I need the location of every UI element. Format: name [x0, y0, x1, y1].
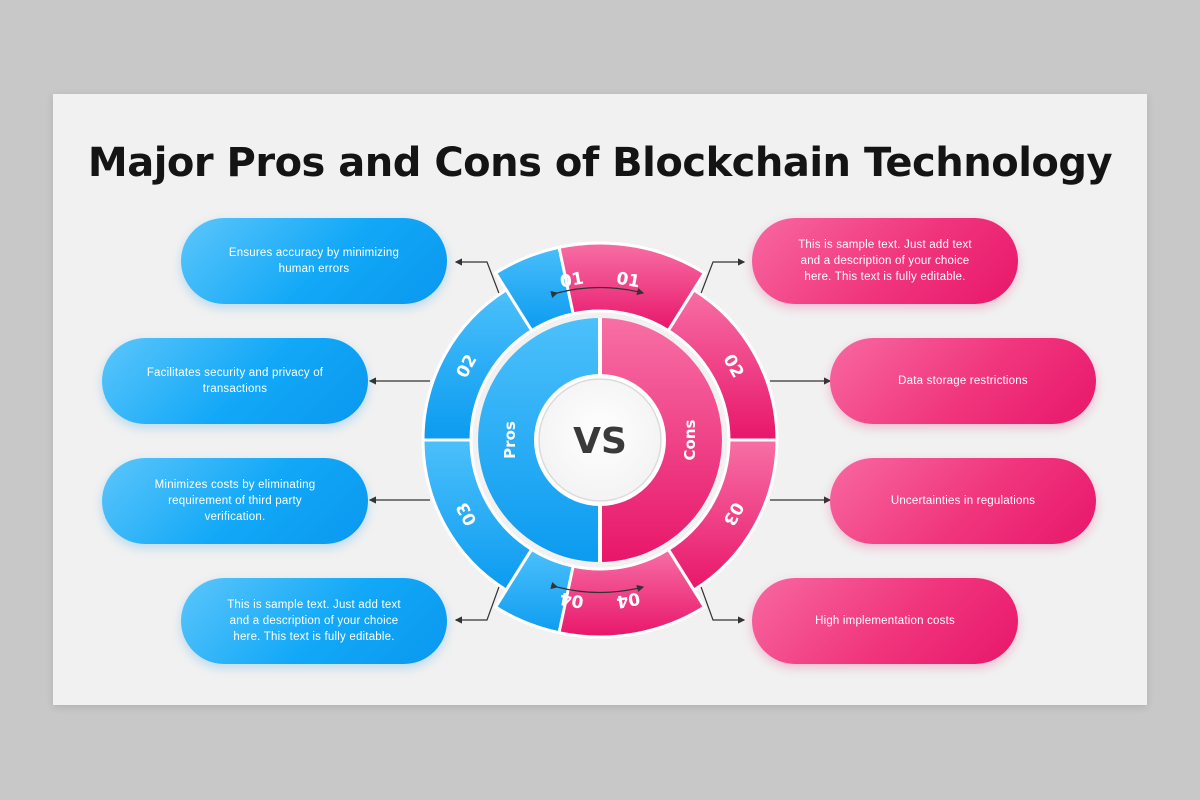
- pros-item-4: This is sample text. Just add text and a…: [181, 578, 447, 664]
- slide-title: Major Pros and Cons of Blockchain Techno…: [87, 140, 1113, 186]
- pros-connector-4: [454, 583, 501, 624]
- cons-connector-4: [699, 583, 746, 624]
- cons-segment-4: [557, 547, 707, 639]
- center-circle: [538, 378, 662, 502]
- pros-connector-1: [454, 258, 501, 297]
- cons-segment-number-4: 04: [615, 588, 642, 612]
- cons-item-4: High implementation costs: [752, 578, 1018, 664]
- cons-segment-1: [557, 241, 707, 333]
- cons-item-3: Uncertainties in regulations: [830, 458, 1096, 544]
- cons-item-2: Data storage restrictions: [830, 338, 1096, 424]
- connector-lines: [368, 258, 832, 624]
- cons-segment-3: [666, 438, 779, 593]
- cons-segment-2: [666, 287, 779, 442]
- bottom-curved-arrow: [550, 582, 645, 594]
- cons-connector-1: [699, 258, 746, 297]
- segment-ring: [421, 241, 779, 639]
- pros-item-1: Ensures accuracy by minimizing human err…: [181, 218, 447, 304]
- pros-label: Pros: [501, 421, 519, 459]
- pros-item-2: Facilitates security and privacy of tran…: [102, 338, 368, 424]
- pros-segment-number-4: 04: [558, 588, 585, 612]
- cons-item-1: This is sample text. Just add text and a…: [752, 218, 1018, 304]
- top-curved-arrow: [550, 286, 645, 298]
- vs-label: VS: [573, 421, 627, 462]
- cons-segment-number-1: 01: [615, 269, 642, 293]
- pros-segment-number-1: 01: [558, 269, 585, 293]
- cons-label: Cons: [681, 419, 699, 460]
- pros-item-3: Minimizes costs by eliminating requireme…: [102, 458, 368, 544]
